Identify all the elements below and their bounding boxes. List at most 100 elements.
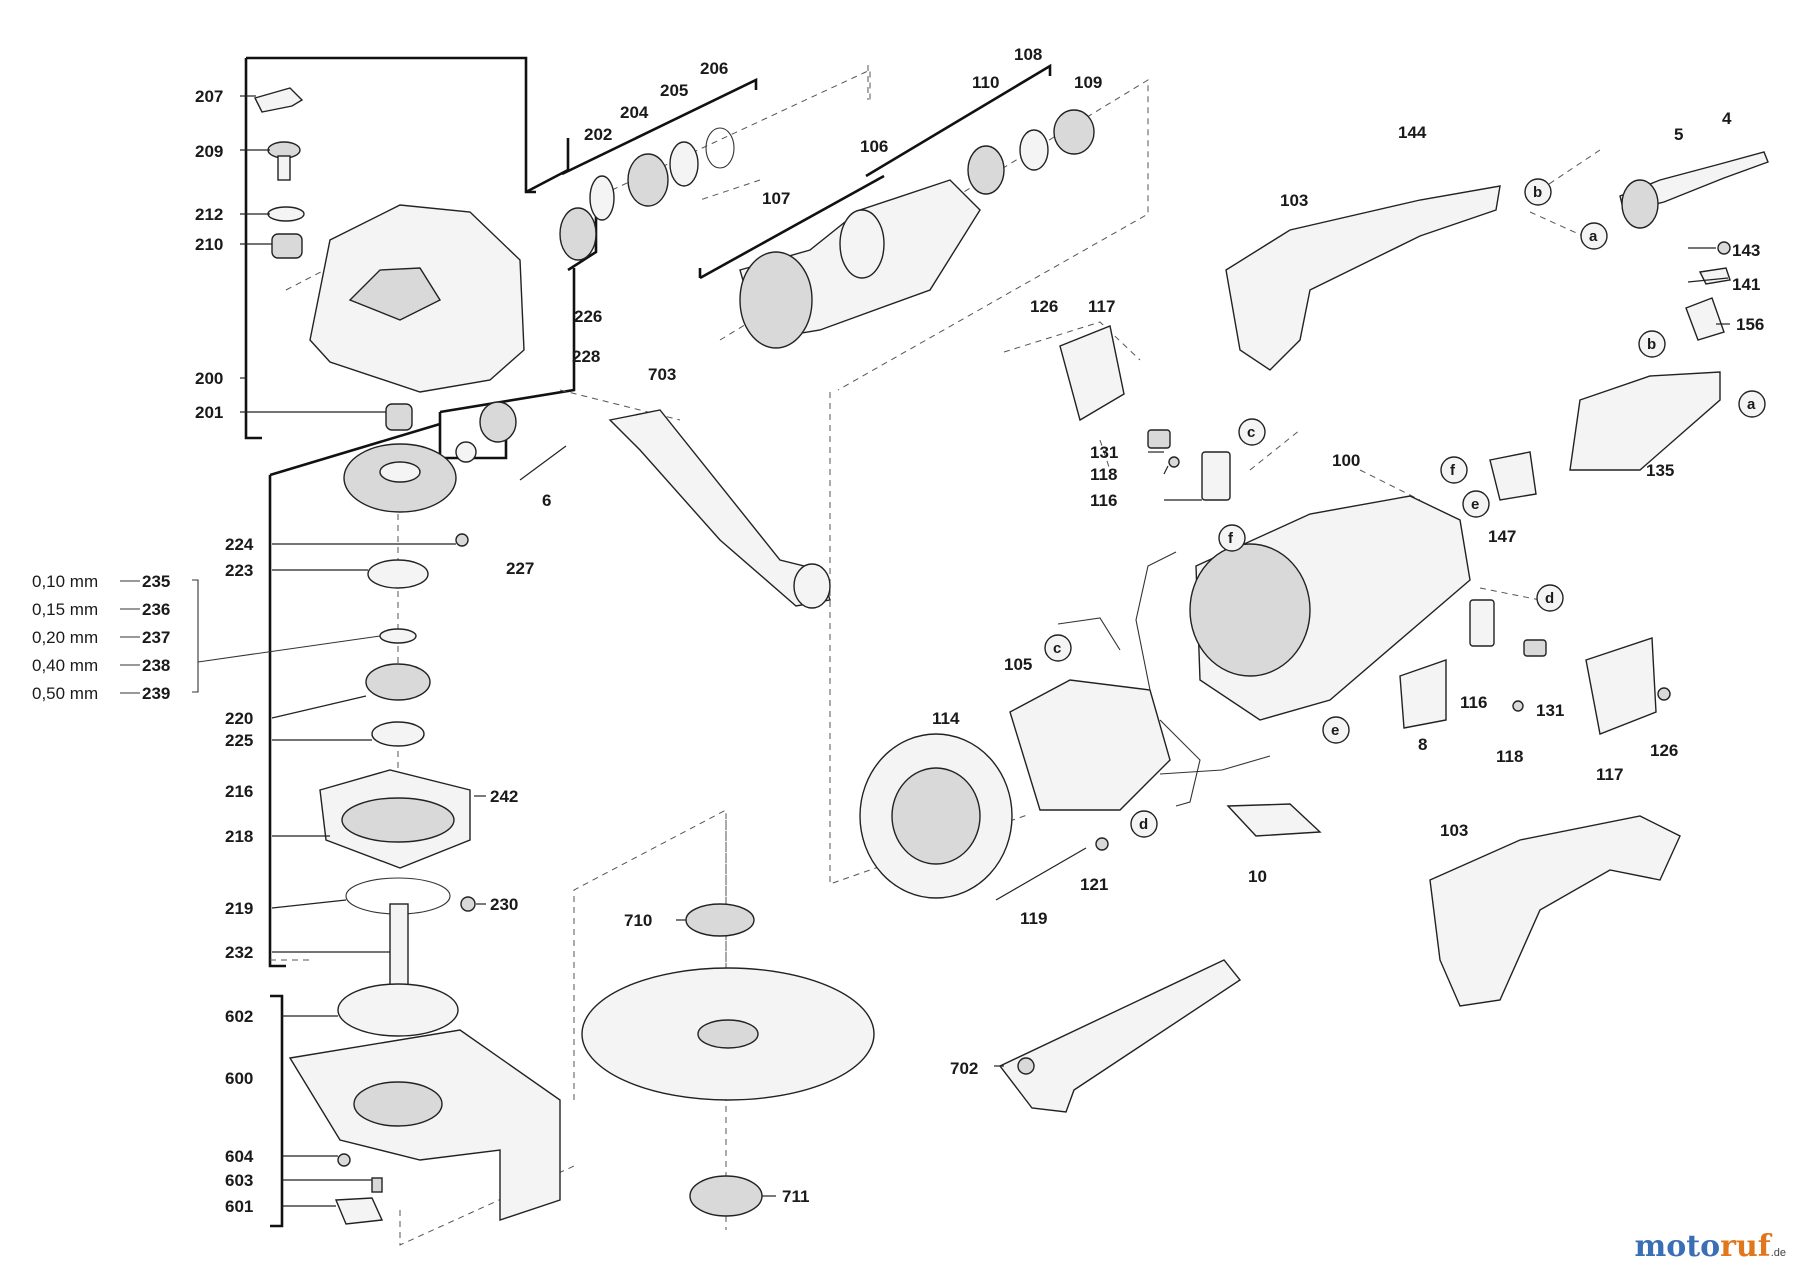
callout-143: 143 (1732, 241, 1760, 260)
callout-212: 212 (195, 205, 223, 224)
callout-225: 225 (225, 731, 253, 750)
callout-103-upper: 103 (1280, 191, 1308, 210)
ref-e-wire: e (1331, 722, 1339, 739)
callout-205: 205 (660, 81, 688, 100)
callout-224: 224 (225, 535, 254, 554)
callout-230: 230 (490, 895, 518, 914)
callout-227: 227 (506, 559, 534, 578)
shim-part-2: 236 (142, 600, 170, 619)
group-brackets (244, 56, 1052, 1228)
connector-references: a b b a c f e f d c e d (1044, 178, 1766, 838)
callout-6: 6 (542, 491, 551, 510)
shim-spec-5: 0,50 mm (32, 684, 98, 703)
callout-209: 209 (195, 142, 223, 161)
callout-126-upper: 126 (1030, 297, 1058, 316)
callout-131-lower: 131 (1536, 701, 1564, 720)
shim-spec-1: 0,10 mm (32, 572, 98, 591)
callout-702: 702 (950, 1059, 978, 1078)
callout-242: 242 (490, 787, 518, 806)
callout-109: 109 (1074, 73, 1102, 92)
ref-a-top: a (1589, 228, 1598, 245)
callout-100: 100 (1332, 451, 1360, 470)
shim-part-1: 235 (142, 572, 170, 591)
callout-603: 603 (225, 1171, 253, 1190)
callout-8: 8 (1418, 735, 1427, 754)
ref-d-right: d (1545, 590, 1554, 607)
ref-a-mid: a (1747, 396, 1756, 413)
callout-201: 201 (195, 403, 223, 422)
callout-4: 4 (1722, 109, 1732, 128)
parts (253, 87, 1769, 1225)
callout-710: 710 (624, 911, 652, 930)
callout-202: 202 (584, 125, 612, 144)
callout-218: 218 (225, 827, 253, 846)
callout-206: 206 (700, 59, 728, 78)
callout-131-upper: 131 (1090, 443, 1118, 462)
callout-141: 141 (1732, 275, 1760, 294)
callout-602: 602 (225, 1007, 253, 1026)
callout-10: 10 (1248, 867, 1267, 886)
brand-watermark: motoruf.de (1635, 1229, 1786, 1264)
callout-219: 219 (225, 899, 253, 918)
callout-126-lower: 126 (1650, 741, 1678, 760)
callout-232: 232 (225, 943, 253, 962)
callout-119: 119 (1020, 909, 1047, 928)
callout-144: 144 (1398, 123, 1427, 142)
shim-spec-2: 0,15 mm (32, 600, 98, 619)
callout-711: 711 (782, 1187, 809, 1206)
callout-116-upper: 116 (1090, 491, 1117, 510)
brand-suffix: .de (1770, 1247, 1786, 1259)
callout-703: 703 (648, 365, 676, 384)
callout-116-lower: 116 (1460, 693, 1487, 712)
shim-bracket (192, 579, 381, 693)
callout-200: 200 (195, 369, 223, 388)
callout-118-upper: 118 (1090, 465, 1117, 484)
callout-121: 121 (1080, 875, 1108, 894)
callout-147: 147 (1488, 527, 1516, 546)
shim-part-3: 237 (142, 628, 170, 647)
callout-labels: 207 209 212 210 200 201 224 223 220 225 … (195, 45, 1764, 1216)
callout-220: 220 (225, 709, 253, 728)
ref-e-mid: e (1471, 496, 1479, 513)
callout-204: 204 (620, 103, 649, 122)
callout-600: 600 (225, 1069, 253, 1088)
shim-spec-3: 0,20 mm (32, 628, 98, 647)
ref-f-mid: f (1450, 462, 1456, 479)
callout-105: 105 (1004, 655, 1032, 674)
callout-117-lower: 117 (1596, 765, 1623, 784)
callout-223: 223 (225, 561, 253, 580)
callout-228: 228 (572, 347, 600, 366)
callout-226: 226 (574, 307, 602, 326)
callout-216: 216 (225, 782, 253, 801)
callout-110: 110 (972, 73, 999, 92)
callout-114: 114 (932, 709, 960, 728)
brand-main: moto (1634, 1229, 1721, 1264)
ref-b-mid: b (1647, 336, 1656, 353)
callout-135: 135 (1646, 461, 1674, 480)
brand-accent: ruf (1720, 1229, 1771, 1264)
callout-210: 210 (195, 235, 223, 254)
wiring (1057, 551, 1271, 807)
callout-5: 5 (1674, 125, 1683, 144)
callout-106: 106 (860, 137, 888, 156)
shim-spec-4: 0,40 mm (32, 656, 98, 675)
ref-c-top: c (1247, 424, 1255, 441)
shim-spec-list: 0,10 mm 235 0,15 mm 236 0,20 mm 237 0,40… (32, 572, 170, 703)
ref-f-wire: f (1228, 530, 1234, 547)
leader-lines (240, 95, 1730, 1207)
ref-d-wire: d (1139, 816, 1148, 833)
callout-601: 601 (225, 1197, 253, 1216)
callout-107: 107 (762, 189, 790, 208)
ref-b-top: b (1533, 184, 1542, 201)
callout-118-lower: 118 (1496, 747, 1523, 766)
callout-108: 108 (1014, 45, 1042, 64)
shim-part-5: 239 (142, 684, 170, 703)
callout-156: 156 (1736, 315, 1764, 334)
callout-103-lower: 103 (1440, 821, 1468, 840)
shim-part-4: 238 (142, 656, 170, 675)
callout-604: 604 (225, 1147, 254, 1166)
callout-207: 207 (195, 87, 223, 106)
ref-c-wire: c (1053, 640, 1061, 657)
callout-117-upper: 117 (1088, 297, 1115, 316)
